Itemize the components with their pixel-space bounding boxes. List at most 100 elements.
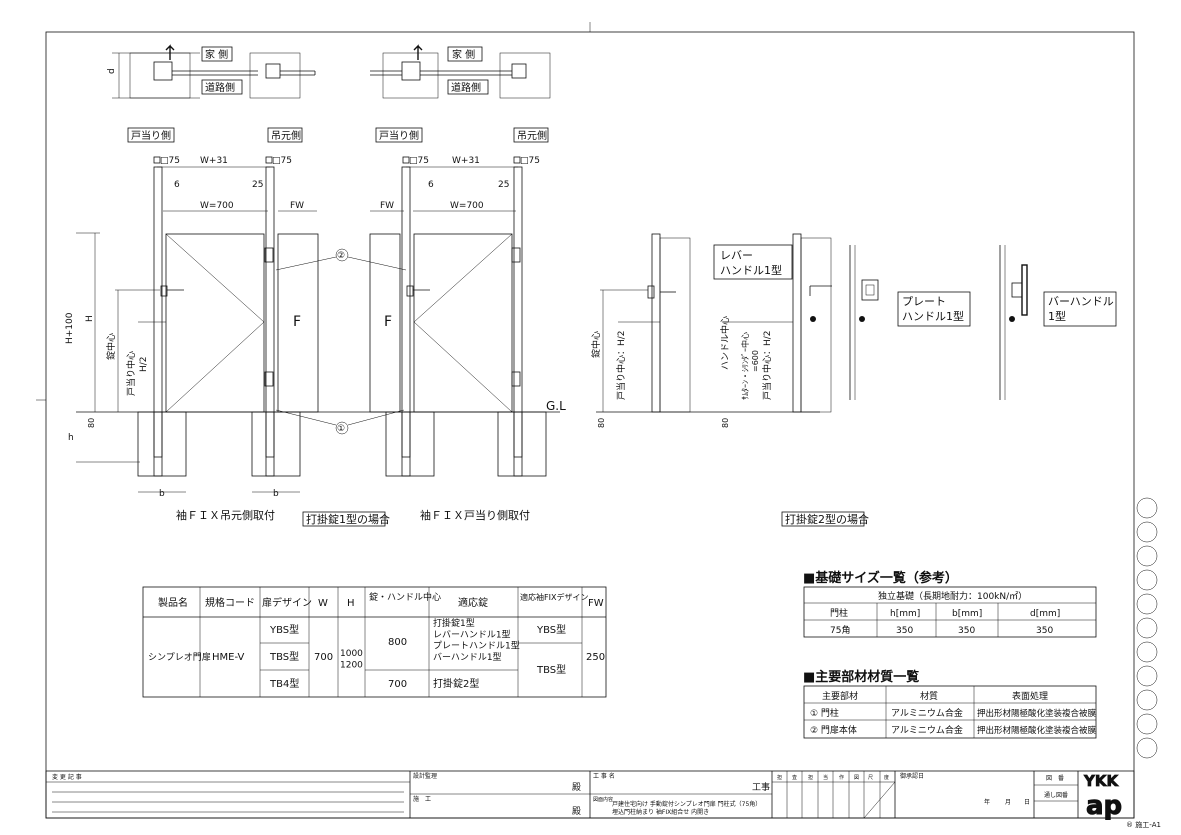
elevation-left: 戸当り側 吊元側 □75 W+31 □75 6 25 W=700 FW F H+… <box>65 127 560 522</box>
callouts: ② ① <box>275 248 407 435</box>
lever-label-2: ハンドル1型 <box>720 263 782 277</box>
detail-cylinder-center: ｻﾑﾀｰﾝ・ｼﾘﾝﾀﾞｰ中心 <box>740 332 750 400</box>
tb-day: 日 <box>1024 799 1030 806</box>
spec-header-lock: 適応錠 <box>458 596 488 609</box>
callout-2: ② <box>337 251 345 261</box>
tb-approval-2: 担 <box>808 774 813 781</box>
left-caption: 袖ＦＩＸ吊元側取付 <box>176 508 275 522</box>
tb-sheet: ® 施工-A1 <box>1126 820 1161 829</box>
materials-row-2-finish: 押出形材陽極酸化塗装複合被膜 <box>977 725 1097 736</box>
gl-label: G.L <box>546 399 566 413</box>
spec-center-800: 800 <box>388 637 407 648</box>
drawing-frame <box>45 31 1135 819</box>
left-dim-25: 25 <box>252 180 263 190</box>
right-post-size-l: □75 <box>409 156 429 166</box>
spec-center-700: 700 <box>388 679 407 690</box>
materials-row-1-part: ① 門柱 <box>810 707 839 719</box>
materials-table: ■主要部材材質一覧 主要部材 材質 表面処理 ① 門柱 アルミニウム合金 押出形… <box>803 669 1097 739</box>
spec-header-fw: FW <box>588 598 604 609</box>
right-w700: W=700 <box>450 201 484 211</box>
lever-label-1: レバー <box>720 249 753 262</box>
foundation-d: 350 <box>1036 626 1053 636</box>
tb-approval-3: 当 <box>823 774 828 781</box>
tb-approval-6: 尺 <box>868 775 873 781</box>
foundation-title: ■基礎サイズ一覧（参考） <box>803 570 958 586</box>
tb-serial-label: 通し図番 <box>1044 791 1068 799</box>
detail-handle-center: ハンドル中心 <box>719 316 731 370</box>
plate-label-1: プレート <box>902 295 946 308</box>
tb-project-label: 工 事 名 <box>593 772 615 780</box>
tb-approval-7: 度 <box>884 774 889 781</box>
spec-design-ybs: YBS型 <box>269 623 299 636</box>
right-fix-label: F <box>384 314 392 330</box>
spec-code: HME-V <box>212 652 244 663</box>
plate-label-2: ハンドル1型 <box>902 309 964 323</box>
spec-locks-700: 打掛錠2型 <box>433 677 479 690</box>
spec-header-w: W <box>318 598 328 609</box>
spec-header-design: 扉デザイン <box>262 596 312 609</box>
left-lock-center: 錠中心 <box>105 333 117 360</box>
detail-door-stop-h2b: 戸当り中心：H/2 <box>761 330 773 400</box>
plan-d-label: d <box>107 68 117 74</box>
plan-road-side: 道路側 <box>205 81 235 94</box>
foundation-header-post: 門柱 <box>830 607 848 619</box>
ykk-logo-bottom: ap <box>1086 791 1122 821</box>
detail-dim-80b: 80 <box>721 418 730 428</box>
tb-content-line-1: 戸建住宅向け 手動錠付シンプレオ門扉 門柱式（75角） <box>612 800 761 808</box>
spec-table: 製品名 規格コード 扉デザイン W H 錠・ハンドル中心 適応錠 適応袖FIXデ… <box>142 586 607 698</box>
foundation-header-b: b[mm] <box>952 609 982 619</box>
left-dim-80: 80 <box>87 418 96 428</box>
left-b1: b <box>159 489 165 499</box>
caption-type1: 打掛錠1型の場合 <box>306 512 390 526</box>
tb-year: 年 <box>984 798 990 806</box>
right-post-size-r: □75 <box>520 156 540 166</box>
tb-approval-date: 御承認日 <box>900 772 924 780</box>
detail-dim-80a: 80 <box>597 418 606 428</box>
foundation-b: 350 <box>958 626 975 636</box>
tb-approval-5: 図 <box>854 775 859 781</box>
right-caption: 袖ＦＩＸ戸当り側取付 <box>420 508 530 522</box>
detail-lock-center: 錠中心 <box>590 331 602 358</box>
spec-design-tbs: TBS型 <box>269 650 299 663</box>
foundation-subheader: 独立基礎（長期地耐力：100kN/㎡） <box>878 590 1027 602</box>
foundation-post: 75角 <box>830 624 850 636</box>
materials-header-material: 材質 <box>920 690 938 702</box>
tb-drawing-no-label: 図 番 <box>1046 775 1064 782</box>
bar-label-1: バーハンドル <box>1048 295 1114 308</box>
materials-row-2-material: アルミニウム合金 <box>891 724 963 736</box>
tb-approval-0: 担 <box>777 774 782 781</box>
spec-header-product: 製品名 <box>158 596 188 609</box>
spec-product-name: シンプレオ門扉 <box>148 651 211 663</box>
materials-header-finish: 表面処理 <box>1012 690 1048 702</box>
caption-type2: 打掛錠2型の場合 <box>785 512 869 526</box>
left-h: H <box>85 315 95 322</box>
foundation-h: 350 <box>896 626 913 636</box>
spec-fix-ybs: YBS型 <box>536 623 566 636</box>
left-fw: FW <box>290 201 304 211</box>
tb-approval-1: 査 <box>792 774 797 781</box>
left-w700: W=700 <box>200 201 234 211</box>
tb-month: 月 <box>1005 799 1011 806</box>
spec-header-code: 規格コード <box>205 596 255 609</box>
left-b2: b <box>273 489 279 499</box>
left-w31: W+31 <box>200 156 228 166</box>
materials-row-2-part: ② 門扉本体 <box>810 724 857 736</box>
detail-door-stop-h2: 戸当り中心：H/2 <box>615 330 627 400</box>
bar-label-2: 1型 <box>1048 309 1066 323</box>
spec-header-h: H <box>347 598 355 609</box>
tb-revision: 変 更 記 事 <box>52 773 82 781</box>
right-dim-6: 6 <box>428 180 434 190</box>
left-h100: H+100 <box>65 312 75 344</box>
plan-house-side-2: 家 側 <box>452 48 475 61</box>
foundation-header-h: h[mm] <box>890 609 920 619</box>
plan-road-side-2: 道路側 <box>451 81 481 94</box>
left-door-stop-center: 戸当り中心 <box>125 351 137 396</box>
tb-project: 工事 <box>752 781 770 793</box>
left-fix-label: F <box>293 314 301 330</box>
plan-view-left: d 家 側 道路側 <box>107 44 316 99</box>
left-hinge-side: 吊元側 <box>271 129 301 142</box>
right-door-stop-side: 戸当り側 <box>379 129 419 142</box>
spec-w: 700 <box>314 652 333 663</box>
